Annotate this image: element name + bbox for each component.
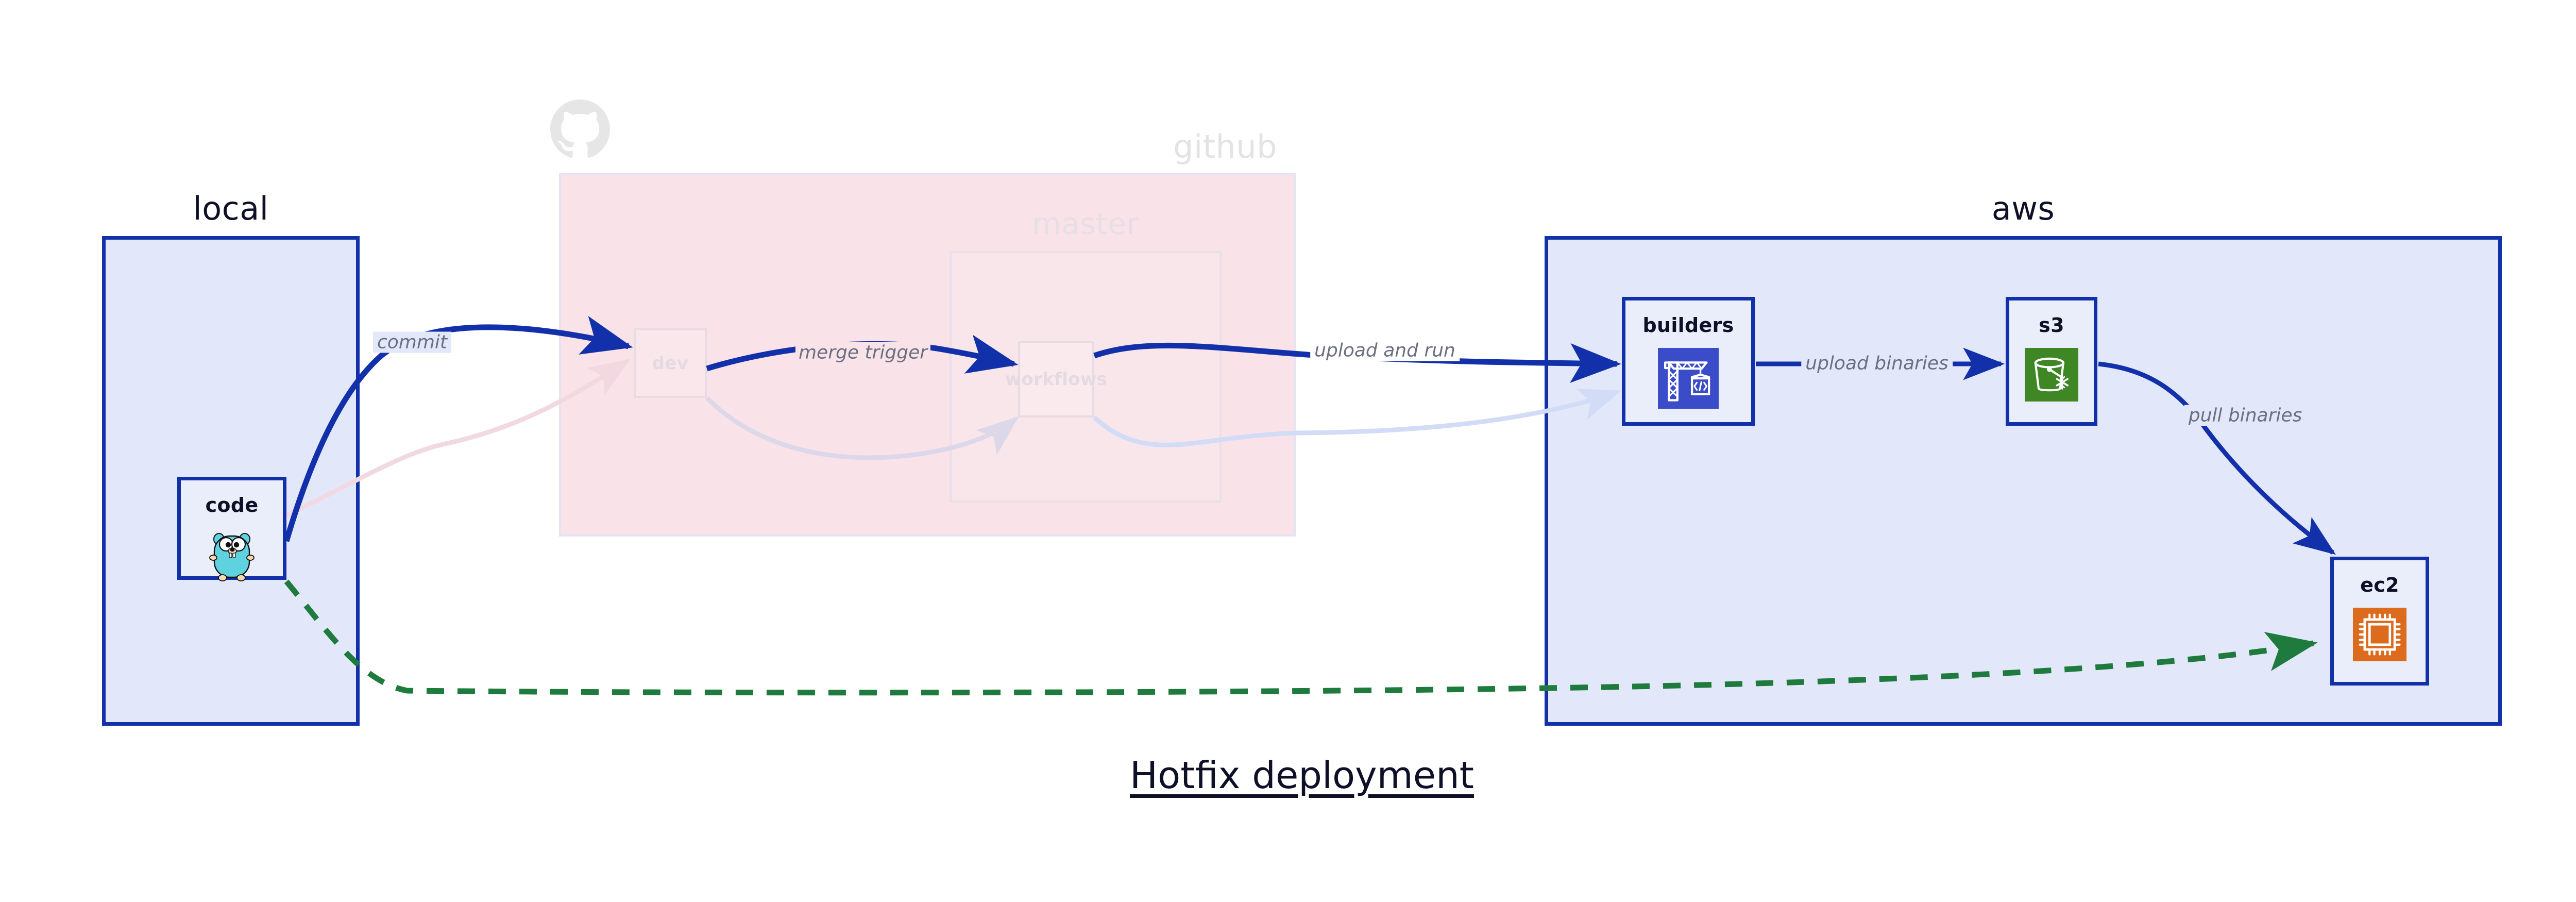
github-logo-icon xyxy=(550,99,610,161)
group-label-aws: aws xyxy=(1991,190,2055,227)
node-s3[interactable]: s3 xyxy=(2006,297,2097,426)
s3-bucket-icon xyxy=(2025,348,2078,404)
edge-label-upload-and-run: upload and run xyxy=(1310,340,1460,361)
edge-label-pull-binaries: pull binaries xyxy=(2184,405,2307,426)
node-s3-label: s3 xyxy=(2039,314,2064,337)
node-ec2[interactable]: ec2 xyxy=(2330,557,2429,686)
cpu-chip-icon xyxy=(2353,608,2406,663)
node-code[interactable]: code xyxy=(177,477,286,581)
node-dev-label: dev xyxy=(652,353,689,374)
node-workflows[interactable]: workflows xyxy=(1005,341,1107,417)
edge-label-merge-trigger: merge trigger xyxy=(795,342,931,363)
node-ec2-label: ec2 xyxy=(2360,574,2399,596)
node-workflows-label: workflows xyxy=(1005,369,1108,390)
node-builders[interactable]: builders xyxy=(1622,297,1755,426)
crane-code-icon xyxy=(1658,348,1719,411)
group-master xyxy=(950,251,1222,503)
group-label-local: local xyxy=(193,190,269,227)
node-builders-label: builders xyxy=(1642,314,1734,337)
group-label-master: master xyxy=(1032,206,1139,241)
edge-label-commit: commit xyxy=(372,331,452,353)
diagram-title: Hotfix deployment xyxy=(1130,754,1474,797)
go-gopher-icon xyxy=(207,528,257,586)
node-code-label: code xyxy=(205,494,259,516)
node-dev[interactable]: dev xyxy=(634,328,707,398)
edge-label-upload-binaries: upload binaries xyxy=(1801,353,1953,374)
group-label-github: github xyxy=(1173,128,1277,165)
